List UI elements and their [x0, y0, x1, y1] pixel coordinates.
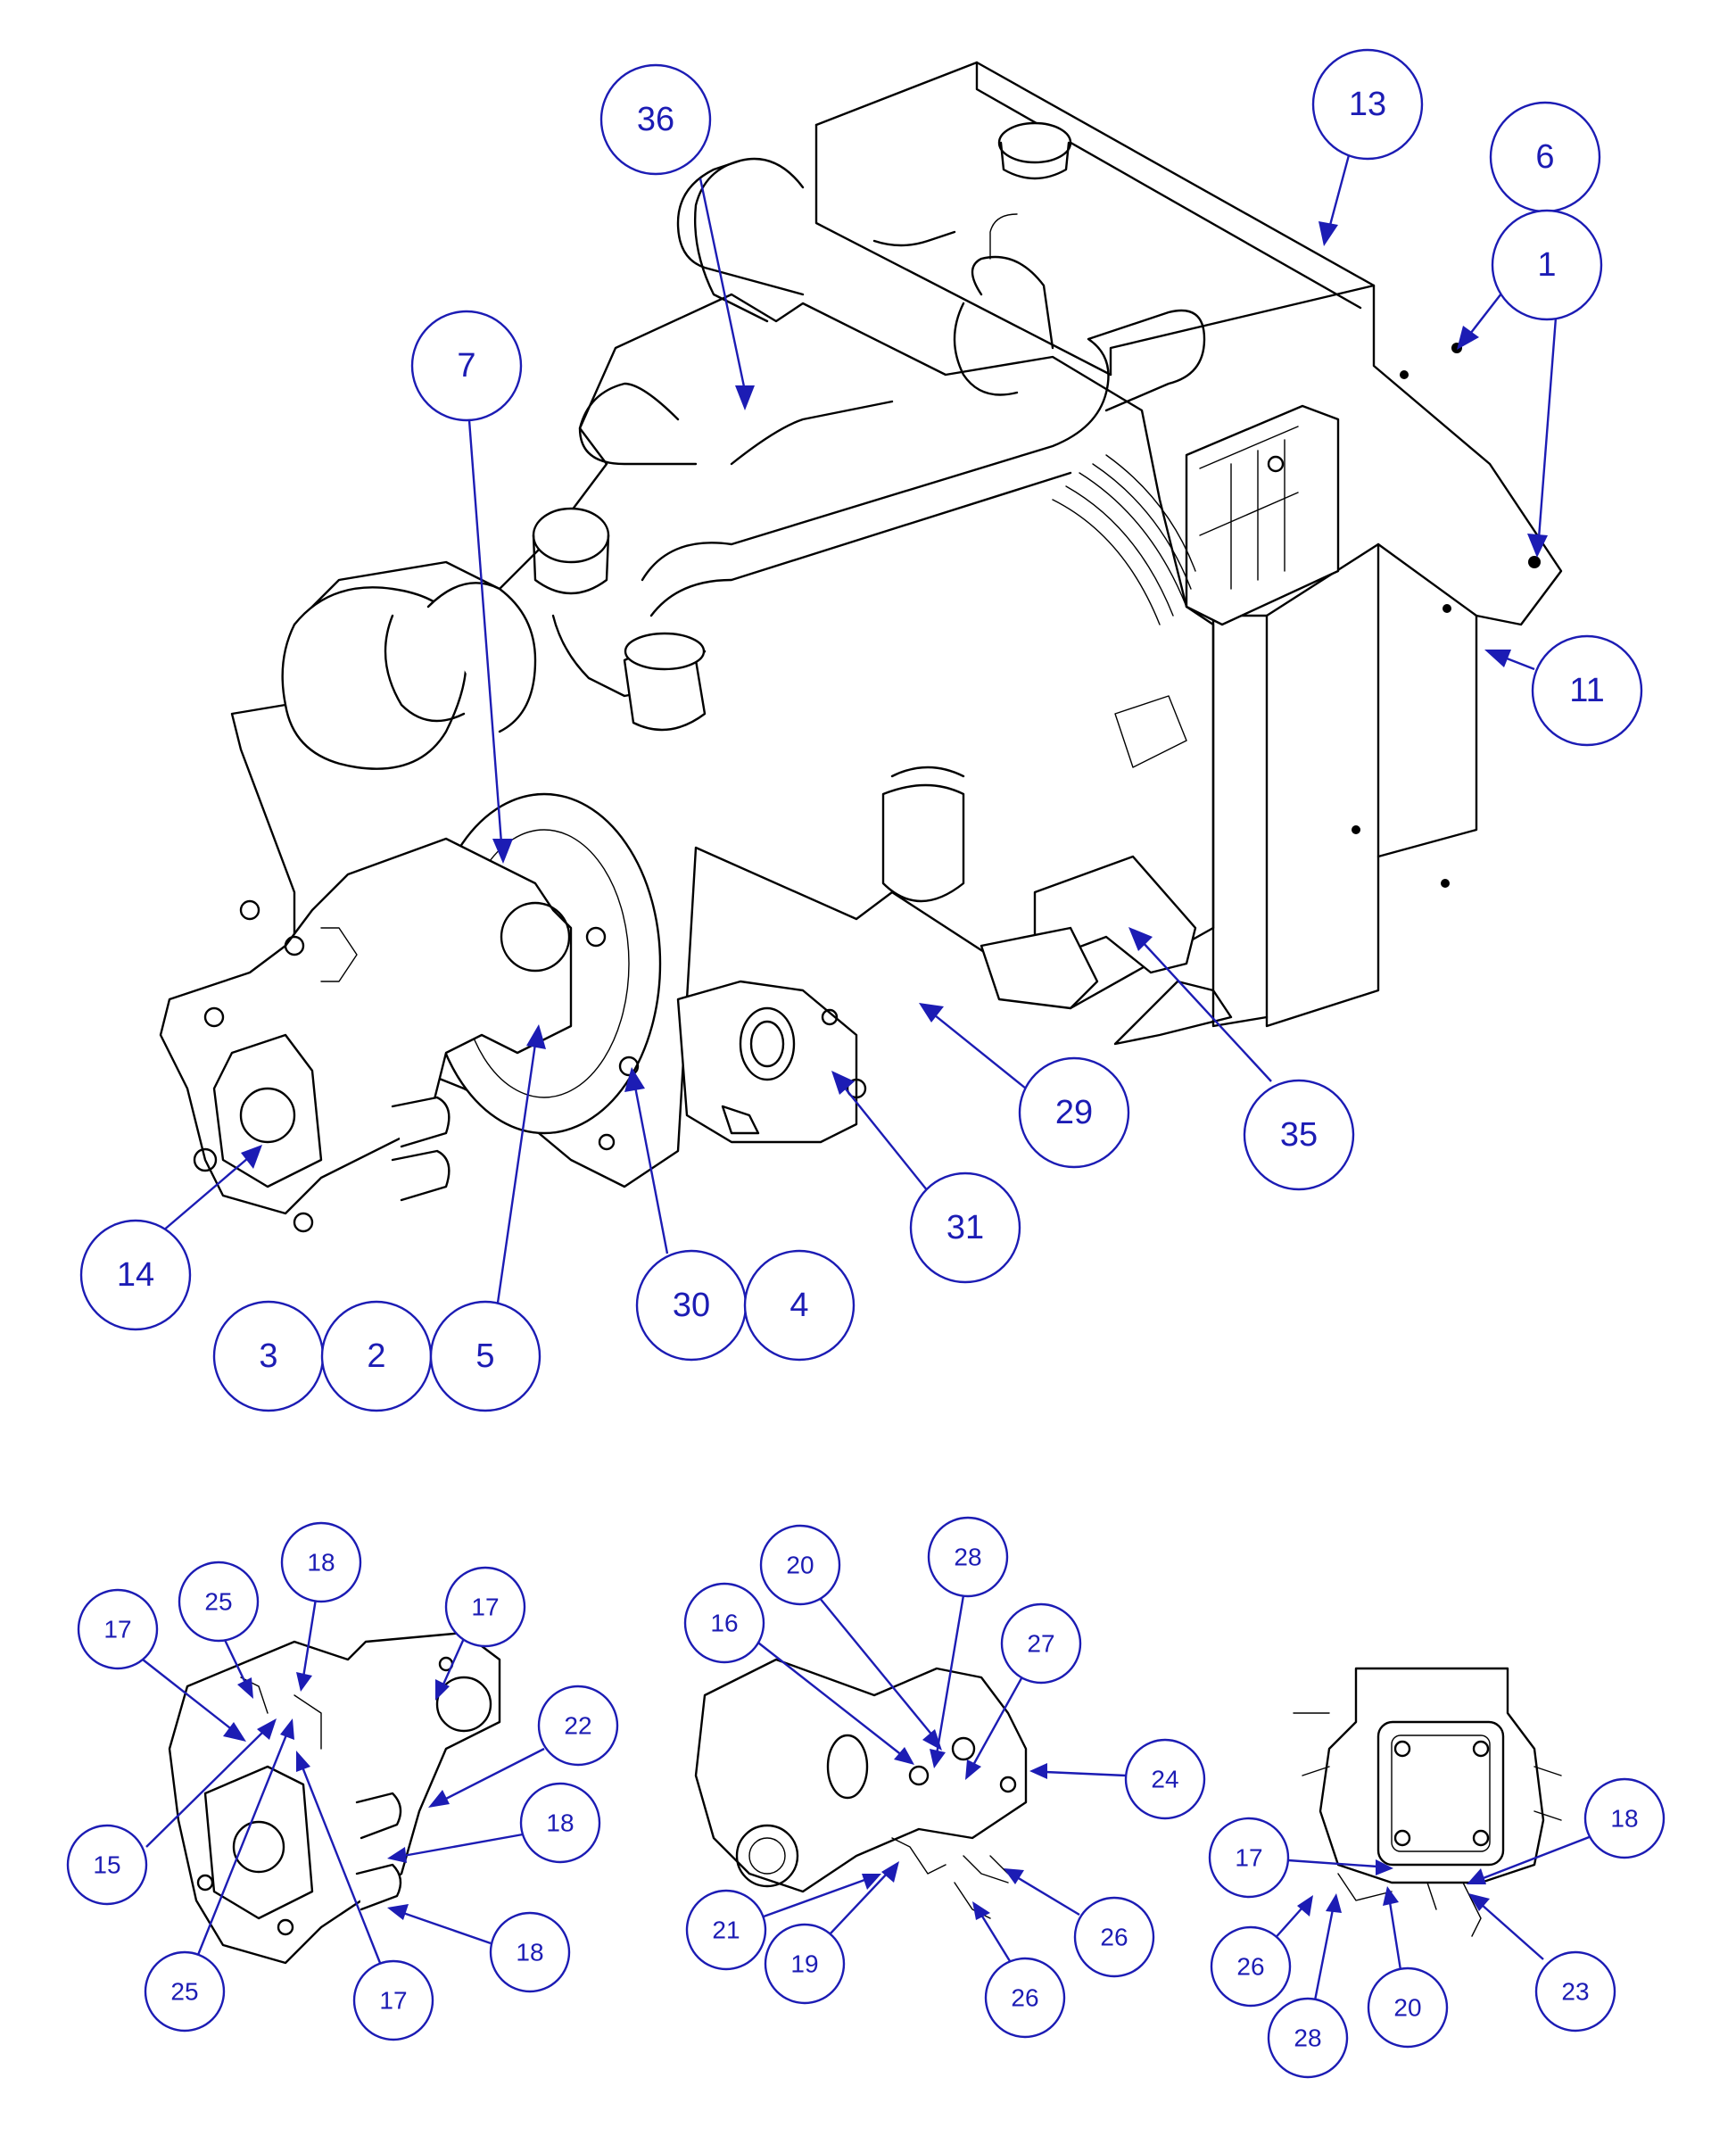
svg-text:17: 17: [1235, 1844, 1262, 1872]
svg-text:26: 26: [1100, 1924, 1128, 1951]
callout-23[interactable]: 23: [1534, 1950, 1616, 2033]
callout-20-right-view[interactable]: 20: [1367, 1966, 1449, 2049]
svg-text:26: 26: [1011, 1984, 1038, 2012]
svg-text:3: 3: [259, 1337, 277, 1375]
svg-text:28: 28: [954, 1544, 981, 1571]
callout-18-bottom[interactable]: 18: [489, 1911, 571, 1993]
callout-25-top[interactable]: 25: [178, 1561, 260, 1643]
svg-text:1: 1: [1537, 246, 1556, 284]
callout-29[interactable]: 29: [1018, 1056, 1130, 1169]
detail-right-callouts: 17 18 26 28 20 23: [1208, 1777, 1666, 2079]
callout-18-right-view[interactable]: 18: [1583, 1777, 1666, 1859]
svg-text:26: 26: [1236, 1953, 1264, 1981]
callout-18-mid[interactable]: 18: [519, 1782, 601, 1864]
svg-text:19: 19: [790, 1950, 818, 1978]
callout-31[interactable]: 31: [909, 1171, 1021, 1284]
callout-17-left-top[interactable]: 17: [77, 1588, 159, 1670]
svg-text:15: 15: [93, 1851, 120, 1879]
callout-11[interactable]: 11: [1531, 634, 1643, 747]
callout-1[interactable]: 1: [1491, 209, 1603, 321]
callout-5[interactable]: 5: [429, 1300, 541, 1412]
callout-19[interactable]: 19: [764, 1923, 846, 2005]
callout-24[interactable]: 24: [1124, 1738, 1206, 1820]
svg-text:13: 13: [1349, 86, 1386, 123]
callout-20-middle[interactable]: 20: [759, 1524, 841, 1606]
svg-text:24: 24: [1151, 1766, 1178, 1793]
svg-text:25: 25: [204, 1588, 232, 1616]
callout-30[interactable]: 30: [635, 1249, 748, 1362]
callout-17-right-view[interactable]: 17: [1208, 1817, 1290, 1899]
svg-text:22: 22: [564, 1712, 591, 1740]
svg-text:36: 36: [637, 101, 674, 138]
main-view-callouts: 36 13 6 1 7 11 29 35 31 14 30 4 3: [79, 48, 1643, 1412]
callout-21[interactable]: 21: [685, 1889, 767, 1971]
callout-36[interactable]: 36: [599, 63, 712, 176]
svg-text:20: 20: [1393, 1994, 1421, 2022]
svg-text:18: 18: [1610, 1805, 1638, 1833]
callout-17-bottom[interactable]: 17: [352, 1959, 434, 2041]
callout-3[interactable]: 3: [212, 1300, 325, 1412]
callout-26-right[interactable]: 26: [1073, 1896, 1155, 1978]
svg-text:7: 7: [457, 347, 475, 385]
callout-26-right-view[interactable]: 26: [1210, 1925, 1292, 2008]
svg-text:5: 5: [475, 1337, 494, 1375]
svg-text:4: 4: [789, 1287, 808, 1324]
callout-27[interactable]: 27: [1000, 1602, 1082, 1685]
svg-text:6: 6: [1535, 138, 1554, 176]
svg-text:31: 31: [947, 1209, 984, 1246]
svg-text:17: 17: [471, 1594, 499, 1621]
svg-text:11: 11: [1569, 672, 1604, 709]
engine-assembly-drawing: [159, 61, 1563, 1233]
svg-text:23: 23: [1561, 1978, 1589, 2006]
pump-detail-middle-drawing: [694, 1658, 1028, 1919]
svg-text:17: 17: [379, 1987, 407, 2015]
callout-2[interactable]: 2: [320, 1300, 433, 1412]
callout-35[interactable]: 35: [1243, 1079, 1355, 1191]
svg-text:2: 2: [367, 1337, 385, 1375]
callout-17-right-top[interactable]: 17: [444, 1566, 526, 1648]
svg-text:18: 18: [546, 1809, 574, 1837]
callout-25-bottom[interactable]: 25: [144, 1950, 226, 2033]
svg-text:17: 17: [103, 1616, 131, 1643]
callout-22[interactable]: 22: [537, 1685, 619, 1767]
svg-text:25: 25: [170, 1978, 198, 2006]
svg-text:18: 18: [307, 1549, 335, 1577]
callout-4[interactable]: 4: [743, 1249, 856, 1362]
detail-middle-callouts: 20 28 16 27 24 21 19 26 26: [683, 1516, 1206, 2039]
svg-text:35: 35: [1280, 1116, 1318, 1154]
svg-text:27: 27: [1027, 1630, 1054, 1658]
callout-28-right-view[interactable]: 28: [1267, 1997, 1349, 2079]
callout-16[interactable]: 16: [683, 1582, 765, 1664]
callout-26-bottom[interactable]: 26: [984, 1957, 1066, 2039]
detail-left-callouts: 17 25 18 17 22 18 15 18 25 17: [66, 1521, 619, 2041]
svg-text:20: 20: [786, 1552, 814, 1579]
callout-15[interactable]: 15: [66, 1824, 148, 1906]
svg-text:16: 16: [710, 1610, 738, 1637]
callout-6[interactable]: 6: [1489, 101, 1601, 213]
pump-detail-right-drawing: [1293, 1667, 1562, 1937]
svg-text:29: 29: [1055, 1094, 1093, 1131]
callout-28-middle[interactable]: 28: [927, 1516, 1009, 1598]
svg-text:30: 30: [673, 1287, 710, 1324]
svg-text:28: 28: [1294, 2024, 1321, 2052]
callout-14[interactable]: 14: [79, 1219, 192, 1331]
pump-detail-left-drawing: [168, 1631, 501, 1965]
callout-7[interactable]: 7: [410, 310, 523, 422]
callout-13[interactable]: 13: [1311, 48, 1424, 161]
svg-text:21: 21: [712, 1917, 740, 1944]
svg-text:14: 14: [117, 1256, 154, 1294]
callout-18-top[interactable]: 18: [280, 1521, 362, 1603]
svg-text:18: 18: [516, 1939, 543, 1966]
